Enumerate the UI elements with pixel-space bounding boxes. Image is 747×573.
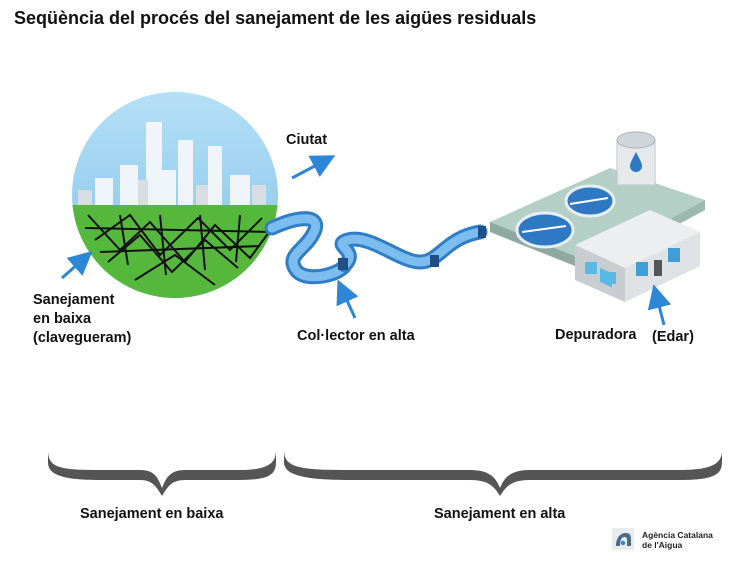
city-sphere	[72, 92, 278, 298]
aca-logo-line2: de l'Aigua	[642, 540, 683, 550]
label-ciutat: Ciutat	[286, 132, 328, 148]
arrow-to-ciutat	[291, 155, 336, 180]
collector-pipe	[264, 211, 488, 285]
label-edar: (Edar)	[652, 329, 694, 345]
label-collector: Col·lector en alta	[297, 328, 415, 344]
arrow-to-sewer	[61, 251, 93, 280]
diagram-title: Seqüència del procés del sanejament de l…	[14, 8, 537, 28]
label-sanejament-baixa: Sanejament en baixa (clavegueram)	[33, 291, 131, 348]
label-sanejament-baixa-line3: (clavegueram)	[33, 330, 132, 346]
aca-logo-icon	[612, 528, 634, 550]
label-depuradora: Depuradora	[555, 327, 637, 343]
brace-alta	[284, 450, 722, 496]
brace-baixa	[48, 450, 276, 496]
arrows	[61, 155, 672, 326]
section-label-alta: Sanejament en alta	[434, 506, 566, 522]
treatment-plant	[490, 131, 705, 302]
label-sanejament-baixa-line1: Sanejament	[33, 292, 115, 308]
section-label-baixa: Sanejament en baixa	[80, 506, 224, 522]
arrow-to-collector	[336, 279, 359, 319]
aca-logo-line1: Agència Catalana	[642, 530, 713, 540]
aca-logo-text: Agència Catalana de l'Aigua	[642, 530, 713, 550]
arrow-to-plant	[647, 284, 672, 326]
aca-logo: Agència Catalana de l'Aigua	[612, 528, 732, 558]
label-sanejament-baixa-line2: en baixa	[33, 311, 92, 327]
